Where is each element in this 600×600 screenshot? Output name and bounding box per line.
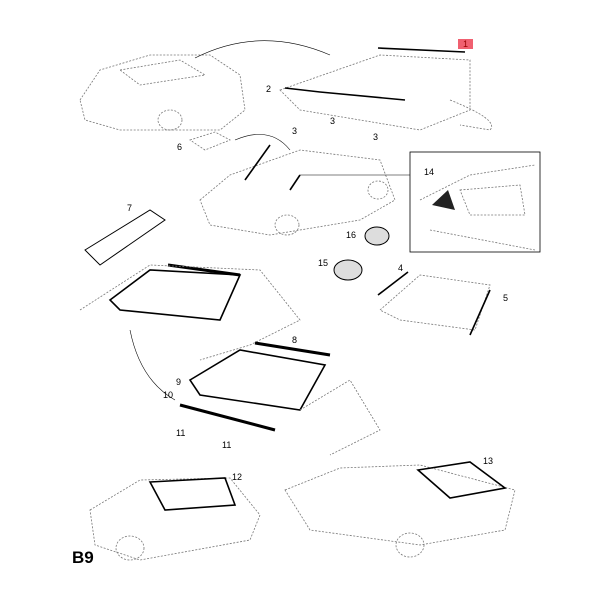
- callout-13: 13: [483, 456, 494, 466]
- roof-glass-illustration: [279, 47, 492, 131]
- clip-part-16: [364, 226, 390, 246]
- callout-11b: 11: [222, 440, 232, 450]
- lower-windshield-illustration: [179, 341, 381, 456]
- callout-3c: 3: [373, 132, 379, 142]
- callout-16: 16: [346, 230, 357, 240]
- page-code: B9: [72, 548, 94, 567]
- callout-3b: 3: [330, 116, 336, 126]
- arrow-roof: [194, 40, 331, 59]
- hatchback-illustration: [284, 461, 516, 558]
- detail-inset-frame: [409, 151, 541, 253]
- callout-12: 12: [232, 472, 243, 482]
- callout-8: 8: [292, 335, 298, 345]
- part-7-illustration: [84, 209, 166, 266]
- car-coupe-top-illustration: [79, 54, 246, 131]
- sedan-rear-illustration: [89, 477, 261, 561]
- callout-4: 4: [398, 263, 404, 273]
- mirror-trim-part-14: [432, 190, 455, 210]
- callout-10: 10: [163, 390, 174, 400]
- arrow-6: [234, 134, 291, 151]
- callout-9: 9: [176, 377, 182, 387]
- arrow-windshield: [129, 329, 176, 401]
- part-6-illustration: [189, 131, 231, 151]
- callout-5: 5: [503, 293, 509, 303]
- callout-6: 6: [177, 142, 183, 152]
- convertible-illustration: [199, 144, 396, 236]
- callout-3a: 3: [292, 126, 298, 136]
- callout-14: 14: [424, 167, 435, 177]
- windshield-illustration: [79, 263, 301, 361]
- clip-part-15: [333, 259, 363, 281]
- callout-15: 15: [318, 258, 329, 268]
- callout-1[interactable]: 1: [458, 39, 474, 49]
- callout-11a: 11: [176, 428, 186, 438]
- callout-2: 2: [266, 84, 272, 94]
- callout-7: 7: [127, 203, 133, 213]
- right-windshield-illustration: [377, 271, 491, 336]
